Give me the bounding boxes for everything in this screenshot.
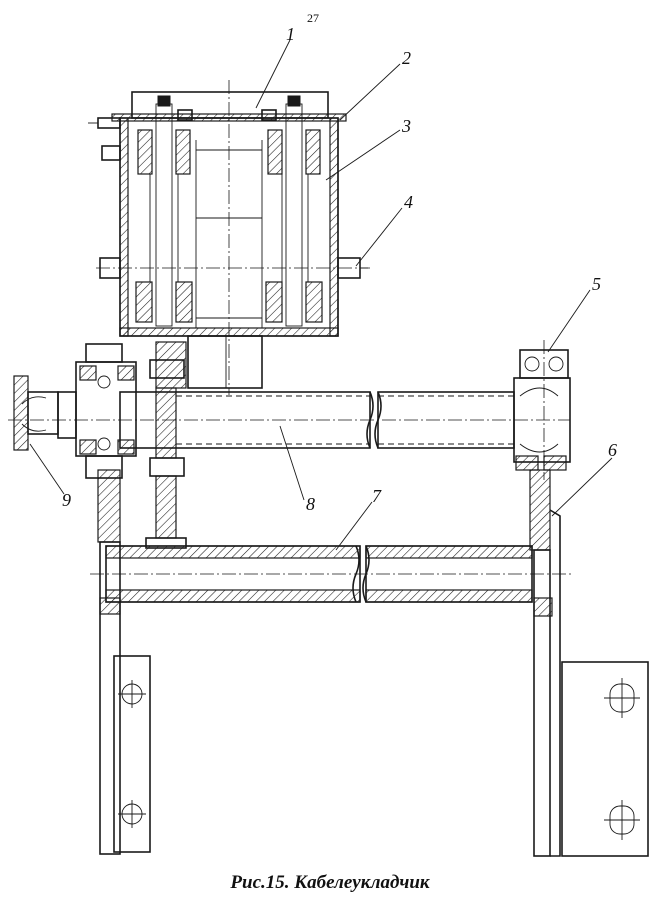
drum-housing (88, 80, 370, 395)
callout-2: 2 (402, 48, 411, 68)
callout-5: 5 (592, 274, 601, 294)
callout-7: 7 (372, 486, 382, 506)
callout-8: 8 (306, 494, 315, 514)
callout-9: 9 (62, 490, 71, 510)
callout-6: 6 (608, 440, 617, 460)
callout-labels: 1 2 3 4 5 6 7 8 9 (62, 24, 617, 514)
frame (90, 469, 649, 857)
main-shaft (8, 340, 571, 480)
leader-lines (29, 39, 613, 551)
callout-1: 1 (286, 24, 295, 44)
callout-3: 3 (401, 116, 411, 136)
figure-caption: Рис.15. Кабелеукладчик (229, 872, 431, 893)
page-number: 27 (307, 11, 319, 25)
callout-4: 4 (404, 192, 413, 212)
